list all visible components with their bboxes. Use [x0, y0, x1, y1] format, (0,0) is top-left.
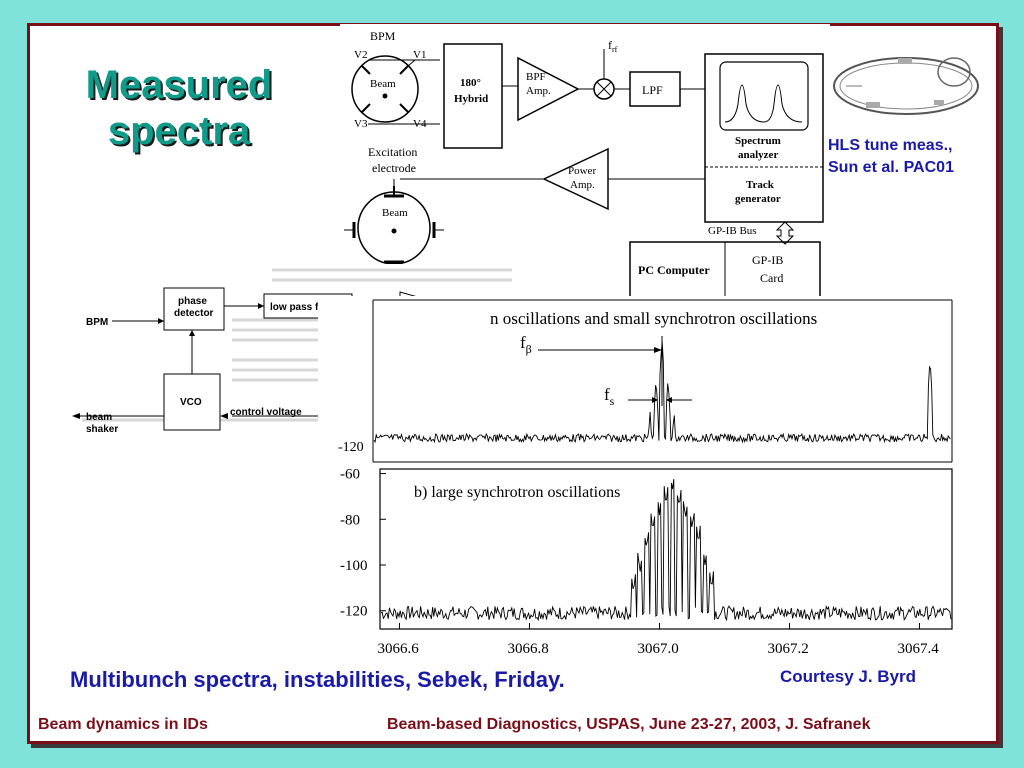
y-tick-label: -80: [340, 512, 360, 528]
title-line-2: spectra: [107, 109, 251, 153]
spectrum-top: n oscillations and small synchrotron osc…: [318, 296, 958, 466]
phase-label-1: phase: [178, 296, 207, 307]
bpm-circle: [351, 55, 419, 123]
slide-title: Measured spectra: [64, 62, 294, 154]
phase-detector-box: [163, 287, 225, 331]
power-label-1: Power: [568, 165, 596, 177]
lpf-label: LPF: [642, 83, 663, 97]
track-label-1: Track: [746, 179, 775, 191]
power-amp: [542, 147, 609, 211]
f-beta-label: fβ: [520, 333, 532, 356]
hls-credit-line-2: Sun et al. PAC01: [828, 159, 954, 176]
v2-label: V2: [354, 49, 367, 61]
pc-label: PC Computer: [638, 263, 710, 277]
lpf-pll-label: low pass filter: [270, 302, 337, 313]
beam-label: Beam: [370, 78, 396, 90]
bpm-label: BPM: [370, 29, 396, 43]
x-tick-label: 3067.4: [898, 641, 940, 657]
x-tick-label: 3066.6: [378, 641, 420, 657]
hybrid-label-1: 180°: [460, 77, 481, 89]
spectrum-bottom-trace: [380, 479, 952, 622]
y-axis-ticks: -60 -80 -100 -120: [340, 467, 386, 620]
y-tick-label: -120: [340, 604, 368, 620]
beam-shaker-label-2: shaker: [86, 424, 118, 435]
control-voltage-label: control voltage: [230, 407, 302, 418]
footer-right: Beam-based Diagnostics, USPAS, June 23-2…: [387, 716, 871, 733]
bpf-amp: [517, 56, 580, 122]
hybrid-label-2: Hybrid: [454, 93, 488, 105]
pll-bpm-label: BPM: [86, 317, 108, 328]
spectrum-analyzer-box: [704, 53, 824, 223]
x-tick-label: 3066.8: [508, 641, 549, 657]
hls-block-diagram: BPM Beam V2 V1 V3 V4 180° Hybrid BPF Amp…: [340, 24, 830, 302]
bpf-label-2: Amp.: [526, 85, 551, 97]
x-axis-ticks: 3066.6 3066.8 3067.0 3067.2 3067.4: [378, 623, 940, 657]
footer-left: Beam dynamics in IDs: [38, 716, 208, 733]
hls-credit-line-1: HLS tune meas.,: [828, 137, 953, 154]
vco-label: VCO: [180, 397, 202, 408]
spectrum-top-ytick: -120: [338, 440, 364, 455]
vco-box: [163, 373, 221, 431]
beam-label-2: Beam: [382, 207, 408, 219]
y-tick-label: -60: [340, 467, 360, 483]
spectrum-label-2: analyzer: [738, 149, 778, 161]
multibunch-note: Multibunch spectra, instabilities, Sebek…: [70, 667, 565, 692]
spectrum-label-1: Spectrum: [735, 135, 781, 147]
f-s-label: fs: [604, 385, 615, 408]
y-tick-label: -100: [340, 558, 368, 574]
track-label-2: generator: [735, 193, 781, 205]
excitation-label-2: electrode: [372, 161, 416, 175]
bpf-label-1: BPF: [526, 71, 546, 83]
spectrum-bottom-chart: b) large synchrotron oscillations -60 -80…: [318, 463, 966, 663]
gpib-bus-label: GP-IB Bus: [708, 225, 757, 237]
gpib-card-label-1: GP-IB: [752, 253, 783, 267]
hybrid-box: [443, 43, 503, 149]
frf-label: frf: [608, 38, 618, 54]
gpib-card-label-2: Card: [760, 271, 783, 285]
power-label-2: Amp.: [570, 179, 595, 191]
x-tick-label: 3067.0: [638, 641, 679, 657]
phase-label-2: detector: [174, 308, 214, 319]
hls-credit: HLS tune meas., Sun et al. PAC01: [828, 135, 954, 179]
spectrum-top-title: n oscillations and small synchrotron osc…: [490, 309, 817, 328]
beam-shaker-label-1: beam: [86, 412, 112, 423]
v3-label: V3: [354, 118, 368, 130]
x-tick-label: 3067.2: [768, 641, 809, 657]
title-line-1: Measured: [85, 63, 273, 107]
storage-ring-icon: [826, 48, 986, 124]
excitation-label-1: Excitation: [368, 145, 417, 159]
v1-label: V1: [413, 49, 426, 61]
chart-title: b) large synchrotron oscillations: [414, 484, 620, 501]
spectrum-top-trace: [373, 341, 951, 444]
courtesy-note: Courtesy J. Byrd: [780, 667, 917, 686]
